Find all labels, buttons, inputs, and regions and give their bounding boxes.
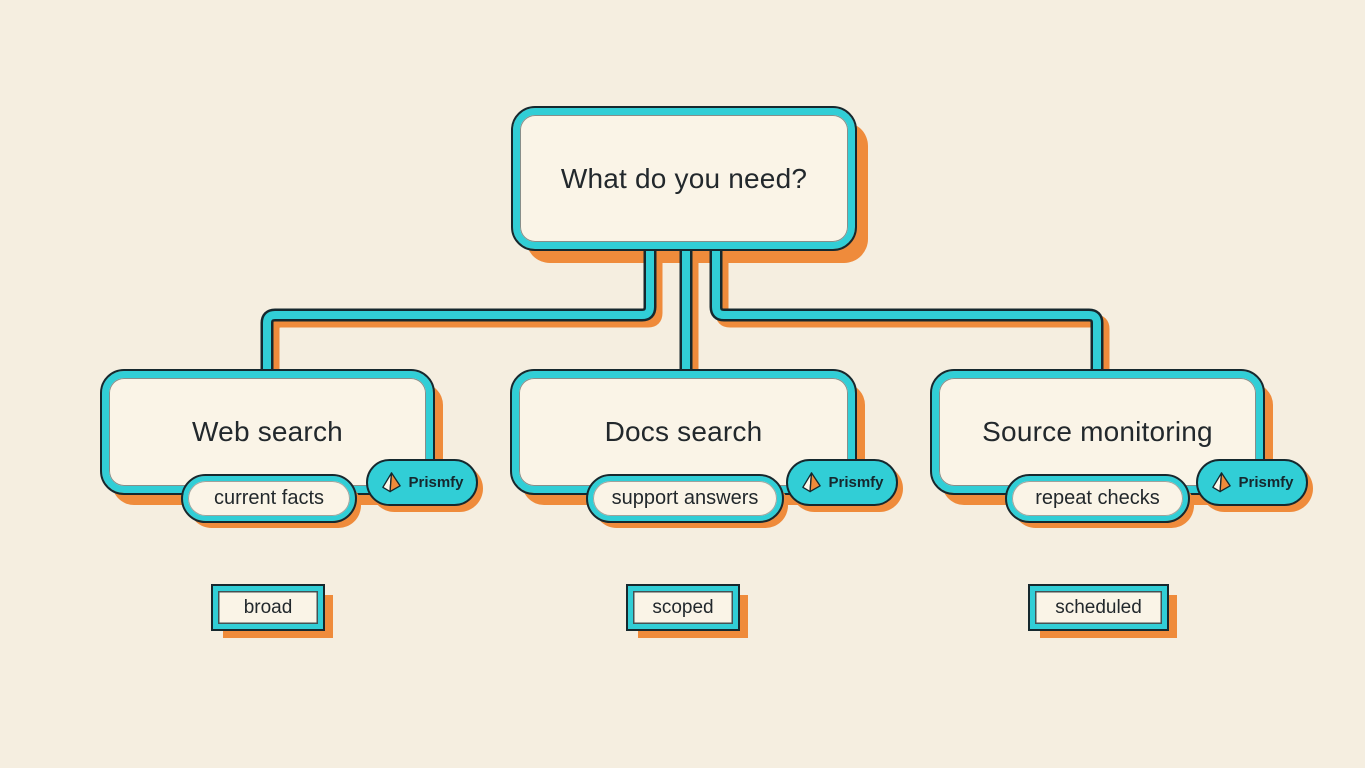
- pill-repeat-checks: repeat checks: [1005, 474, 1190, 523]
- prism-icon: [1212, 472, 1232, 493]
- prism-icon: [382, 472, 402, 493]
- badge-label: Prismfy: [408, 474, 464, 491]
- pill-label: repeat checks: [1035, 487, 1160, 509]
- tag-broad: broad: [211, 584, 325, 631]
- pill-current-facts: current facts: [181, 474, 357, 523]
- tag-label: scheduled: [1055, 596, 1142, 618]
- pill-label: support answers: [611, 487, 759, 509]
- pill-support-answers: support answers: [586, 474, 784, 523]
- badge-label: Prismfy: [828, 474, 884, 491]
- node-title: Source monitoring: [982, 416, 1213, 447]
- tag-label: scoped: [652, 596, 714, 618]
- prism-icon: [802, 472, 822, 493]
- prismfy-badge: Prismfy: [366, 459, 478, 506]
- connector-lines: [263, 246, 1101, 381]
- tag-scheduled: scheduled: [1028, 584, 1169, 631]
- pill-label: current facts: [213, 487, 325, 509]
- tag-label: broad: [243, 596, 293, 618]
- tag-scoped: scoped: [626, 584, 740, 631]
- prismfy-badge: Prismfy: [786, 459, 898, 506]
- node-title: Docs search: [604, 416, 763, 447]
- prismfy-badge: Prismfy: [1196, 459, 1308, 506]
- node-title: Web search: [192, 416, 343, 447]
- badge-label: Prismfy: [1238, 474, 1294, 491]
- root-node-label: What do you need?: [560, 162, 808, 194]
- root-node: What do you need?: [511, 106, 857, 251]
